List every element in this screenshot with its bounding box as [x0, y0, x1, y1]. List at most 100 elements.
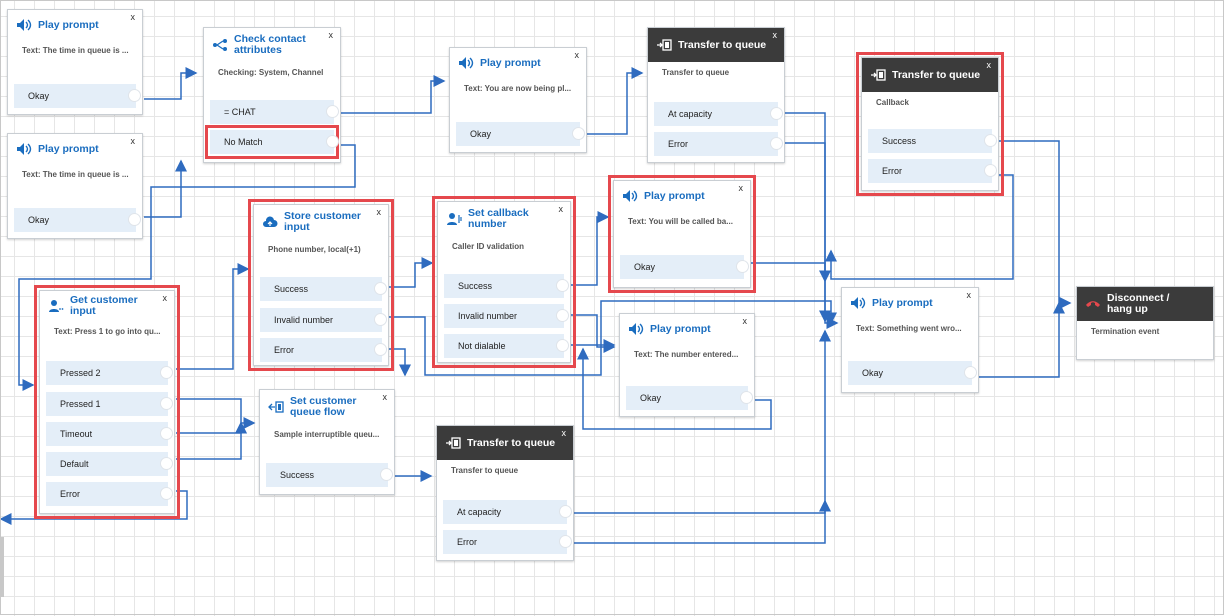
branch-okay[interactable]: Okay — [620, 255, 749, 279]
connector-wire — [571, 211, 610, 286]
connector-port[interactable] — [128, 213, 141, 226]
branch-okay[interactable]: Okay — [456, 122, 585, 146]
connector-port[interactable] — [556, 279, 569, 292]
transfer-to-queue-block[interactable]: Transfer to queue x Transfer to queue At… — [647, 27, 785, 163]
block-title: Get customer input — [70, 294, 138, 317]
connector-wire — [389, 257, 434, 288]
store-customer-input-block[interactable]: Store customer input x Phone number, loc… — [248, 199, 394, 371]
connector-port[interactable] — [160, 457, 173, 470]
connector-port[interactable] — [736, 260, 749, 273]
close-icon[interactable]: x — [738, 183, 744, 193]
connector-port[interactable] — [374, 313, 387, 326]
connector-port[interactable] — [374, 343, 387, 356]
branch-label: Invalid number — [458, 311, 518, 321]
close-icon[interactable]: x — [966, 290, 972, 300]
branch-at-capacity[interactable]: At capacity — [654, 102, 783, 126]
connector-port[interactable] — [160, 397, 173, 410]
transfer-to-queue-block[interactable]: Transfer to queue x Transfer to queue At… — [436, 425, 574, 561]
connector-wire — [176, 421, 247, 460]
connector-port[interactable] — [559, 535, 572, 548]
branch-no-match[interactable]: No Match — [205, 125, 339, 159]
speaker-icon — [459, 57, 474, 69]
check-contact-attributes-block[interactable]: Check contact attributes x Checking: Sys… — [203, 27, 341, 163]
block-subtitle: Text: You are now being pl... — [464, 84, 572, 93]
close-icon[interactable]: x — [574, 50, 580, 60]
block-header: Play prompt x — [620, 314, 754, 344]
play-prompt-block[interactable]: Play prompt x Text: The number entered..… — [619, 313, 755, 417]
branch-chat[interactable]: = CHAT — [210, 100, 339, 124]
play-prompt-block[interactable]: Play prompt x Text: You will be called b… — [608, 175, 756, 293]
close-icon[interactable]: x — [561, 428, 567, 438]
speaker-icon — [17, 143, 32, 155]
branch-timeout[interactable]: Timeout — [46, 422, 173, 446]
close-icon[interactable]: x — [328, 30, 334, 40]
branch-error[interactable]: Error — [868, 159, 997, 183]
transfer-queue-icon — [657, 39, 672, 51]
branch-error[interactable]: Error — [260, 338, 387, 362]
branch-success[interactable]: Success — [260, 277, 387, 301]
branch-okay[interactable]: Okay — [14, 84, 141, 108]
branch-label: Error — [60, 489, 80, 499]
block-header: Transfer to queue x — [437, 426, 573, 460]
play-prompt-block[interactable]: Play prompt x Text: Something went wro..… — [841, 287, 979, 393]
connector-port[interactable] — [160, 427, 173, 440]
connector-port[interactable] — [374, 282, 387, 295]
close-icon[interactable]: x — [986, 60, 992, 70]
branch-okay[interactable]: Okay — [848, 361, 977, 385]
connector-port[interactable] — [160, 366, 173, 379]
connector-port[interactable] — [160, 487, 173, 500]
block-title: Play prompt — [644, 189, 705, 202]
set-callback-number-block[interactable]: Set callback number x Caller ID validati… — [432, 196, 576, 368]
get-customer-input-block[interactable]: Get customer input x Text: Press 1 to go… — [34, 285, 180, 519]
play-prompt-block[interactable]: Play prompt x Text: The time in queue is… — [7, 9, 143, 115]
close-icon[interactable]: x — [130, 12, 136, 22]
branch-not-dialable[interactable]: Not dialable — [444, 334, 569, 358]
branch-default[interactable]: Default — [46, 452, 173, 476]
connector-port[interactable] — [984, 164, 997, 177]
branch-invalid-number[interactable]: Invalid number — [444, 304, 569, 328]
branch-label: Okay — [28, 215, 50, 225]
branch-error[interactable]: Error — [46, 482, 173, 506]
close-icon[interactable]: x — [382, 392, 388, 402]
set-customer-queue-flow-block[interactable]: Set customer queue flow x Sample interru… — [259, 389, 395, 495]
connector-port[interactable] — [964, 366, 977, 379]
block-subtitle: Callback — [876, 98, 909, 107]
disconnect-block[interactable]: Disconnect / hang up Termination event — [1076, 286, 1214, 360]
connector-port[interactable] — [984, 134, 997, 147]
branch-error[interactable]: Error — [654, 132, 783, 156]
connector-port[interactable] — [556, 309, 569, 322]
branch-error[interactable]: Error — [443, 530, 572, 554]
branch-pressed-1[interactable]: Pressed 1 — [46, 392, 173, 416]
close-icon[interactable]: x — [376, 207, 382, 217]
branch-okay[interactable]: Okay — [626, 386, 753, 410]
close-icon[interactable]: x — [772, 30, 778, 40]
close-icon[interactable]: x — [742, 316, 748, 326]
branch-success[interactable]: Success — [266, 463, 393, 487]
branch-pressed-2[interactable]: Pressed 2 — [46, 361, 173, 385]
connector-port[interactable] — [740, 391, 753, 404]
connector-port[interactable] — [326, 135, 339, 148]
play-prompt-block[interactable]: Play prompt x Text: The time in queue is… — [7, 133, 143, 239]
branch-label: Success — [280, 470, 315, 480]
connector-port[interactable] — [556, 339, 569, 352]
close-icon[interactable]: x — [558, 204, 564, 214]
branch-success[interactable]: Success — [868, 129, 997, 153]
connector-port[interactable] — [572, 127, 585, 140]
play-prompt-block[interactable]: Play prompt x Text: You are now being pl… — [449, 47, 587, 153]
cloud-input-icon — [263, 216, 278, 227]
connector-port[interactable] — [128, 89, 141, 102]
close-icon[interactable]: x — [130, 136, 136, 146]
connector-port[interactable] — [770, 137, 783, 150]
close-icon[interactable]: x — [162, 293, 168, 303]
connector-port[interactable] — [326, 105, 339, 118]
block-subtitle: Phone number, local(+1) — [268, 245, 361, 254]
transfer-to-queue-callback-block[interactable]: Transfer to queue x Callback Success Err… — [856, 52, 1004, 196]
branch-invalid-number[interactable]: Invalid number — [260, 308, 387, 332]
branch-okay[interactable]: Okay — [14, 208, 141, 232]
branch-at-capacity[interactable]: At capacity — [443, 500, 572, 524]
connector-port[interactable] — [559, 505, 572, 518]
connector-port[interactable] — [380, 468, 393, 481]
connector-port[interactable] — [770, 107, 783, 120]
branch-success[interactable]: Success — [444, 274, 569, 298]
